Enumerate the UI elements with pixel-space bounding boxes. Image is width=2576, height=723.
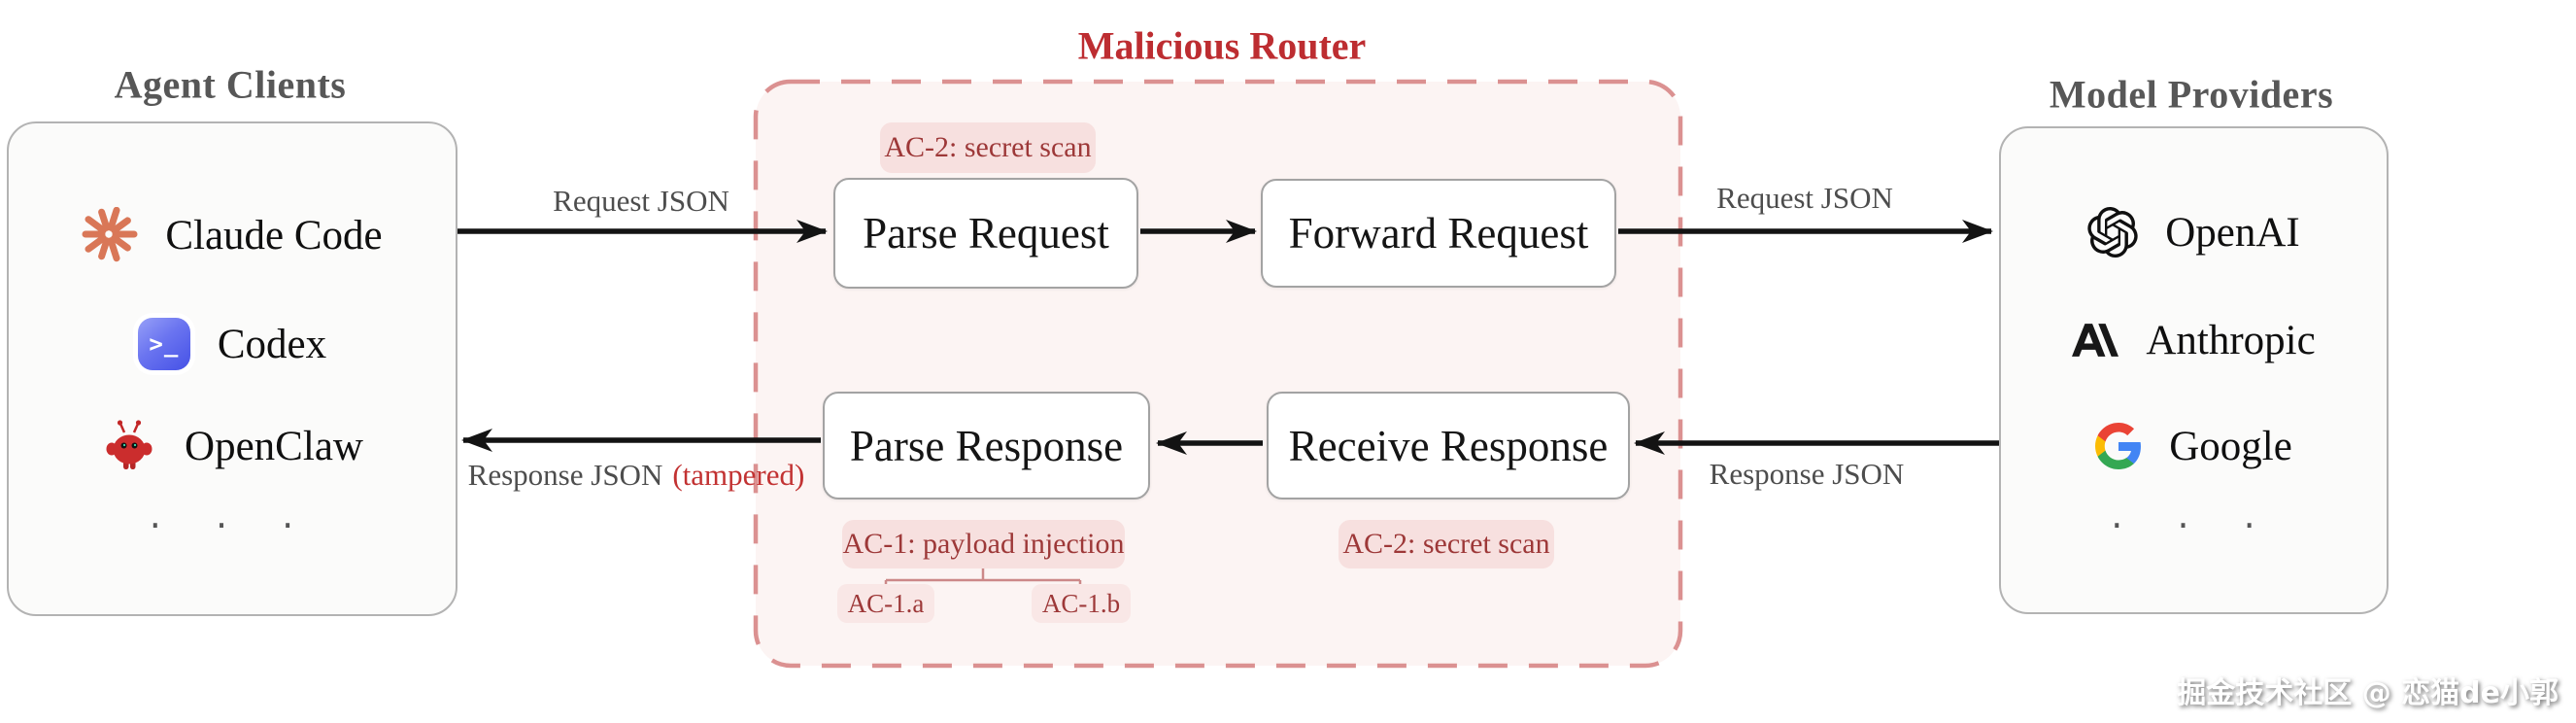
clients-ellipsis: · · · (149, 504, 316, 547)
badge-ac1-payload-injection: AC-1: payload injection (842, 520, 1125, 568)
agent-clients-panel: Claude Code >_ Codex (7, 121, 458, 616)
request-json-left-label: Request JSON (553, 184, 729, 218)
badge-ac1b: AC-1.b (1032, 584, 1131, 623)
ac1-tree-connectors (884, 568, 1082, 584)
claude-starburst-icon (82, 207, 138, 262)
response-json-left-text: Response JSON (467, 458, 663, 492)
badge-ac2-secret-scan-bottom: AC-2: secret scan (1339, 520, 1554, 568)
parse-response-node: Parse Response (823, 392, 1150, 499)
client-row-openclaw: OpenClaw (9, 411, 456, 481)
client-row-codex: >_ Codex (9, 309, 456, 379)
providers-ellipsis: · · · (2111, 504, 2277, 547)
tampered-suffix: (tampered) (672, 458, 805, 492)
client-label: Codex (217, 321, 327, 367)
anthropic-logo-icon (2072, 324, 2119, 357)
codex-terminal-icon: >_ (137, 318, 190, 370)
model-providers-panel: OpenAI Anthropic Google · · · (1999, 126, 2389, 614)
malicious-router-title: Malicious Router (1077, 23, 1367, 68)
client-label: Claude Code (165, 212, 383, 258)
google-g-icon (2095, 423, 2142, 469)
provider-row-openai: OpenAI (2001, 197, 2387, 267)
watermark: 掘金技术社区 @ 恋猫de小郭 (2177, 676, 2559, 710)
openclaw-mascot-icon (106, 420, 153, 469)
response-json-tampered-label: Response JSON (tampered) (468, 458, 805, 493)
client-label: OpenClaw (185, 423, 363, 469)
model-providers-title: Model Providers (2049, 72, 2334, 117)
provider-row-anthropic: Anthropic (2001, 305, 2387, 375)
provider-label: Google (2169, 423, 2292, 469)
badge-ac1a: AC-1.a (837, 584, 934, 623)
parse-request-node: Parse Request (833, 178, 1138, 289)
forward-request-node: Forward Request (1261, 179, 1616, 288)
response-json-right-label: Response JSON (1709, 457, 1905, 491)
badge-ac2-secret-scan-top: AC-2: secret scan (880, 122, 1096, 173)
client-row-claude-code: Claude Code (9, 200, 456, 270)
request-json-right-label: Request JSON (1716, 181, 1893, 215)
provider-row-google: Google (2001, 411, 2387, 481)
provider-label: Anthropic (2146, 317, 2316, 363)
provider-label: OpenAI (2165, 209, 2300, 256)
openai-logo-icon (2087, 207, 2138, 258)
agent-clients-title: Agent Clients (114, 62, 347, 107)
receive-response-node: Receive Response (1267, 392, 1630, 499)
